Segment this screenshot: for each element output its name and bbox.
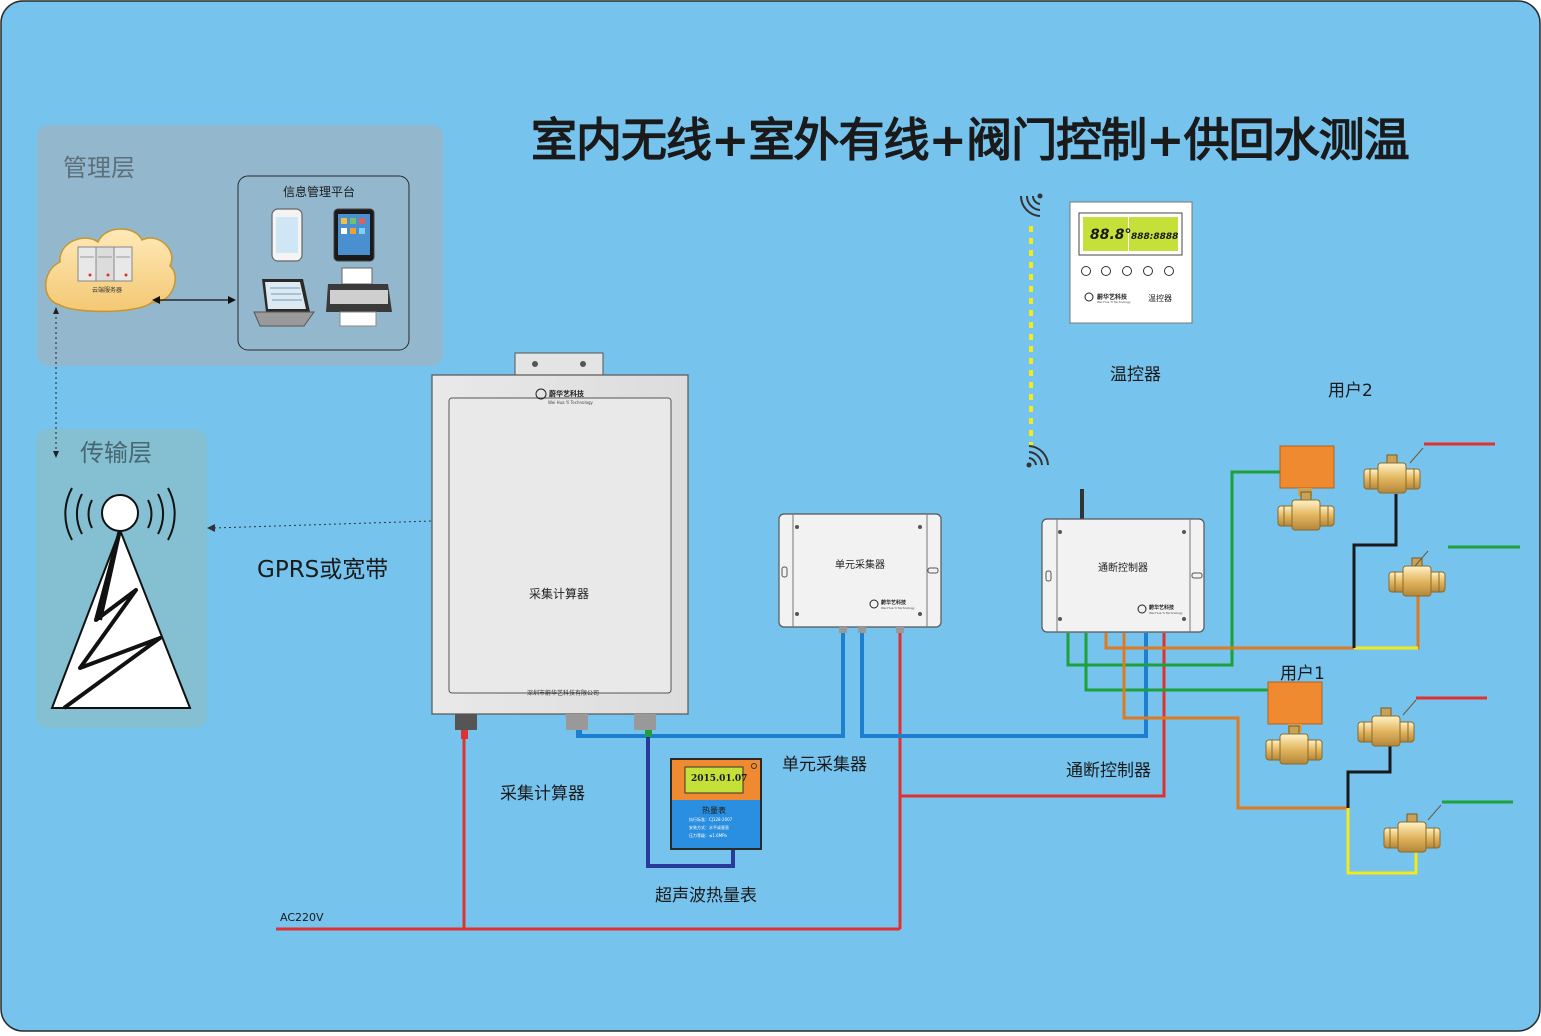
valve-pointer: [1402, 699, 1417, 716]
double-arrow-icon: [152, 296, 236, 304]
thermostat-brand-en: Wei Hua Yi Technology: [1097, 300, 1131, 304]
heat-meter-name: 热量表: [702, 806, 726, 815]
arrow-up-icon: [53, 307, 59, 314]
platform-title: 信息管理平台: [283, 185, 356, 199]
thermostat-lcd-digits: 888:8888: [1131, 232, 1179, 242]
transmission-layer-label: 传输层: [80, 439, 152, 467]
meter-connector: [645, 727, 652, 737]
collector-panel-label: 采集计算器: [529, 587, 590, 601]
bus-connector: [576, 727, 582, 737]
power-lines: [276, 632, 1166, 931]
smartphone-icon: [271, 208, 303, 262]
laptop-icon: [253, 279, 315, 327]
wifi-signal-top-icon: [1019, 193, 1043, 217]
unit-collector-device: [778, 513, 942, 633]
heat-meter-spec-3: 压力等级：≤1.6MPa: [689, 833, 727, 838]
collector-caption: 采集计算器: [500, 784, 585, 804]
thermostat-caption: 温控器: [1110, 365, 1161, 385]
server-label: 云端服务器: [92, 287, 123, 294]
valve-pointer: [1409, 447, 1424, 464]
thermostat-brand: 蔚华艺科技: [1097, 294, 1128, 301]
signal-tower-icon: [50, 487, 192, 710]
link-label: GPRS或宽带: [257, 557, 389, 583]
controller-caption: 通断控制器: [1066, 761, 1151, 781]
collector-company: 深圳市蔚华艺科技有限公司: [527, 690, 600, 697]
thermostat-lcd-temp: 88.8°: [1090, 227, 1132, 243]
arrow-left-icon: [207, 524, 215, 532]
heat-meter-caption: 超声波热量表: [655, 886, 757, 906]
user2-label: 用户2: [1328, 381, 1373, 401]
controller-brand: 蔚华艺科技: [1149, 605, 1175, 611]
heat-meter-device: [670, 758, 762, 850]
unit-collector-brand-en: Wei Hua Yi Technology: [881, 606, 915, 610]
collector-brand: 蔚华艺科技: [549, 390, 584, 398]
unit-collector-caption: 单元采集器: [782, 755, 867, 775]
valve-pointer: [1427, 804, 1442, 821]
power-connector: [461, 727, 468, 739]
actuator-valve-user2: [1277, 445, 1335, 531]
page-title: 室内无线+室外有线+阀门控制+供回水测温: [531, 113, 1410, 167]
unit-collector-brand: 蔚华艺科技: [881, 600, 907, 606]
arrow-down-icon: [53, 451, 59, 458]
user1-lines: [1084, 633, 1513, 875]
controller-brand-en: Wei Hua Yi Technology: [1149, 611, 1183, 615]
gprs-dotted-link: [213, 520, 433, 529]
printer-icon: [326, 267, 392, 327]
tablet-icon: [333, 208, 375, 262]
collector-brand-en: Wei Hua Yi Technology: [548, 400, 593, 405]
wifi-signal-bottom-icon: [1026, 445, 1049, 468]
controller-panel-label: 通断控制器: [1098, 563, 1148, 574]
collector-calculator-device: [431, 352, 689, 730]
thermostat-device-label: 温控器: [1148, 294, 1172, 303]
unit-collector-panel-label: 单元采集器: [835, 560, 885, 571]
management-layer-label: 管理层: [63, 154, 135, 182]
onoff-controller-device: [1041, 489, 1205, 633]
cloud-server-icon: [45, 228, 176, 313]
meter-line: [646, 731, 735, 868]
user2-lines: [1066, 442, 1520, 667]
power-label: AC220V: [280, 911, 324, 924]
valve-pointer: [1414, 550, 1429, 567]
heat-meter-spec-1: 执行标准：CJ128-2007: [689, 817, 733, 822]
heat-meter-lcd-date: 2015.01.07: [691, 774, 748, 784]
heat-meter-spec-2: 安装方式：水平或垂直: [689, 825, 729, 830]
thermostat-device: [1069, 201, 1193, 324]
actuator-valve-user1: [1265, 681, 1323, 765]
user1-label: 用户1: [1280, 664, 1325, 684]
